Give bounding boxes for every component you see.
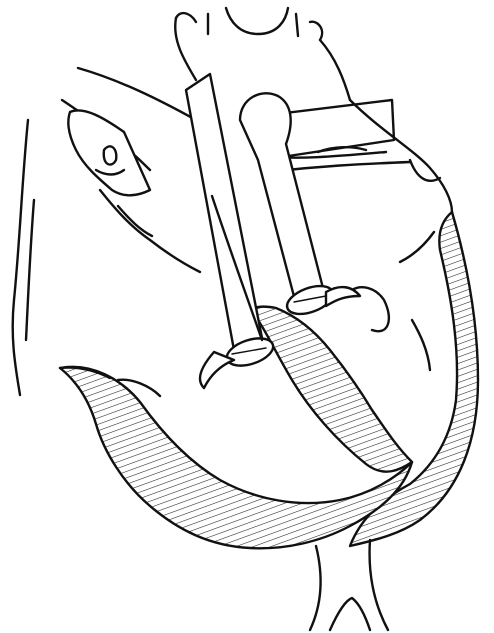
chest-wall [13, 120, 34, 395]
left-atrium-wall [62, 68, 200, 272]
descending-vessels [310, 540, 388, 630]
